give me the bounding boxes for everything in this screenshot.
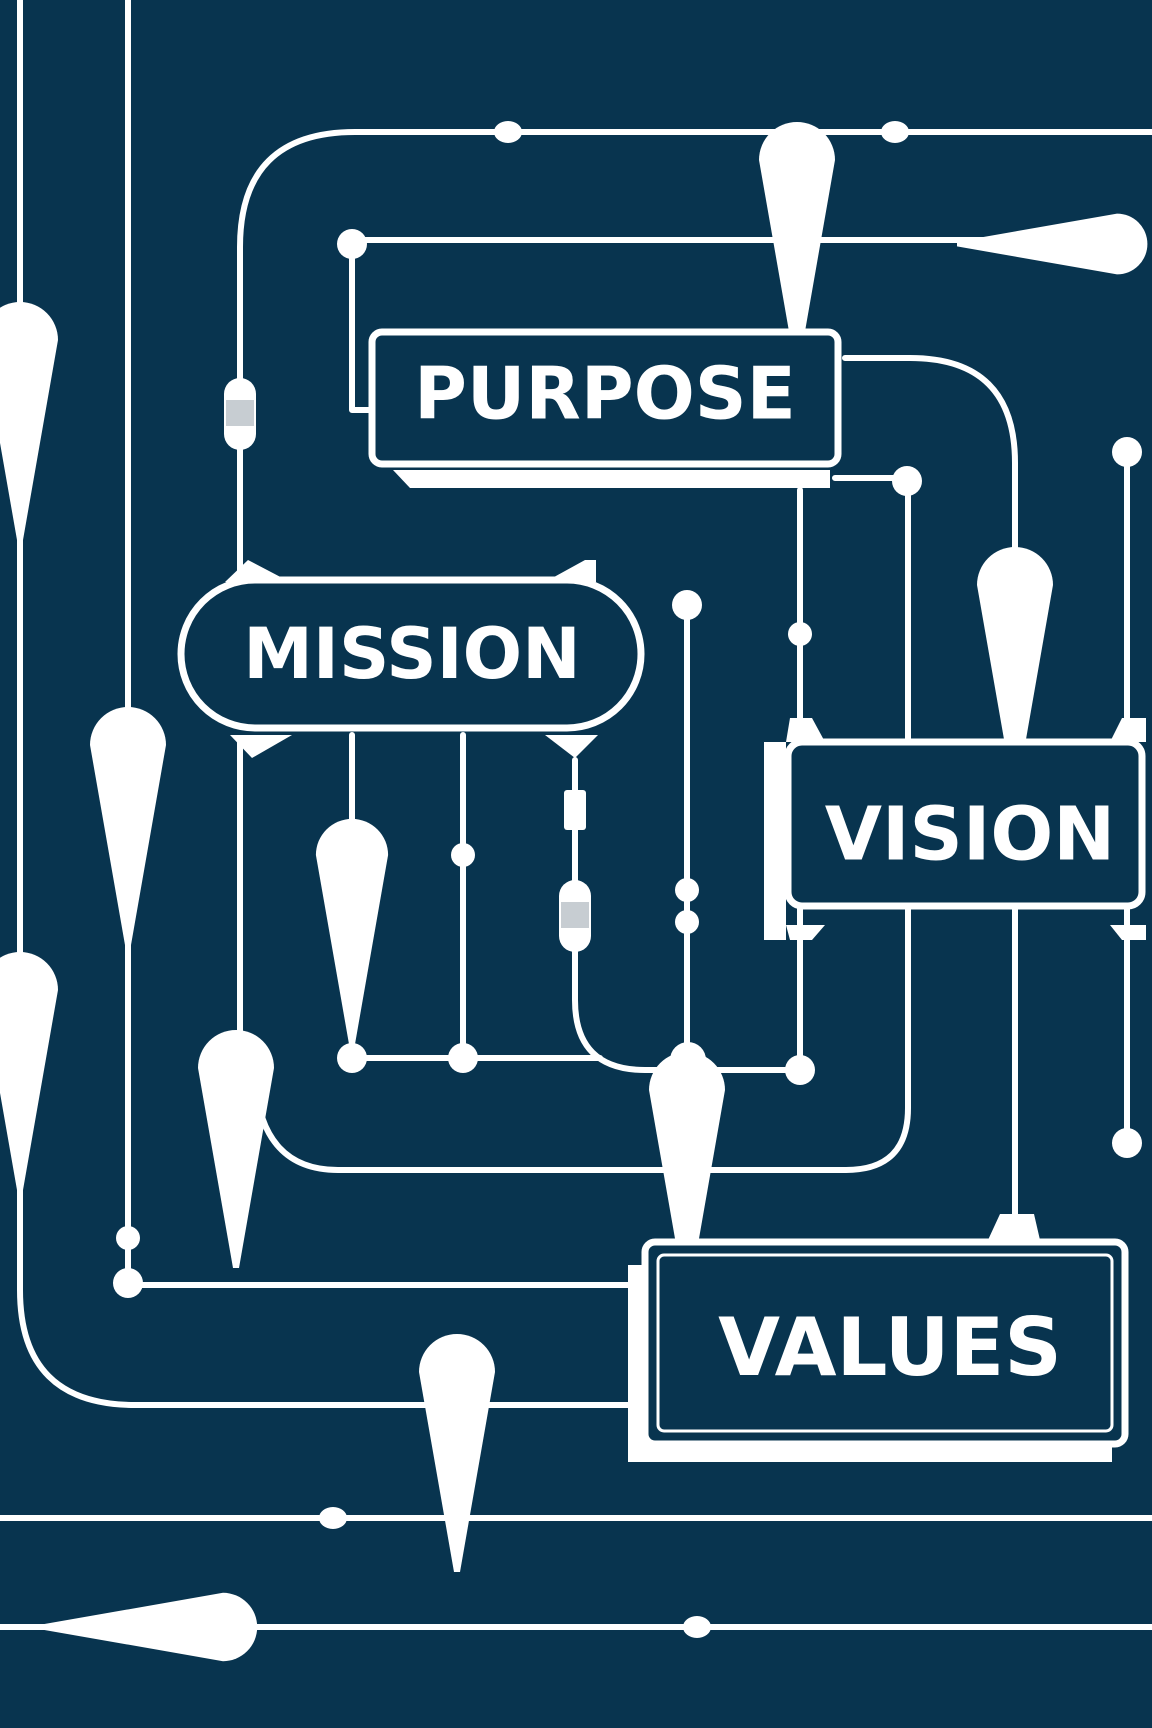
vision-node: VISION (764, 718, 1146, 940)
purpose-label: PURPOSE (414, 352, 796, 436)
values-label: VALUES (718, 1301, 1062, 1394)
mission-label: MISSION (243, 613, 581, 695)
values-node: VALUES (628, 1214, 1129, 1462)
purpose-side-line (252, 475, 911, 1173)
top-loop-line (237, 129, 1152, 593)
left-outer-rail (17, 0, 663, 1408)
mission-node: MISSION (177, 560, 645, 758)
purpose-to-vision-line (842, 355, 1018, 763)
vision-label: VISION (825, 792, 1115, 878)
purpose-node: PURPOSE (368, 328, 842, 488)
capsule-connectors (224, 378, 591, 952)
purpose-feed-line (349, 237, 1043, 413)
mission-branch-3 (572, 757, 803, 1073)
